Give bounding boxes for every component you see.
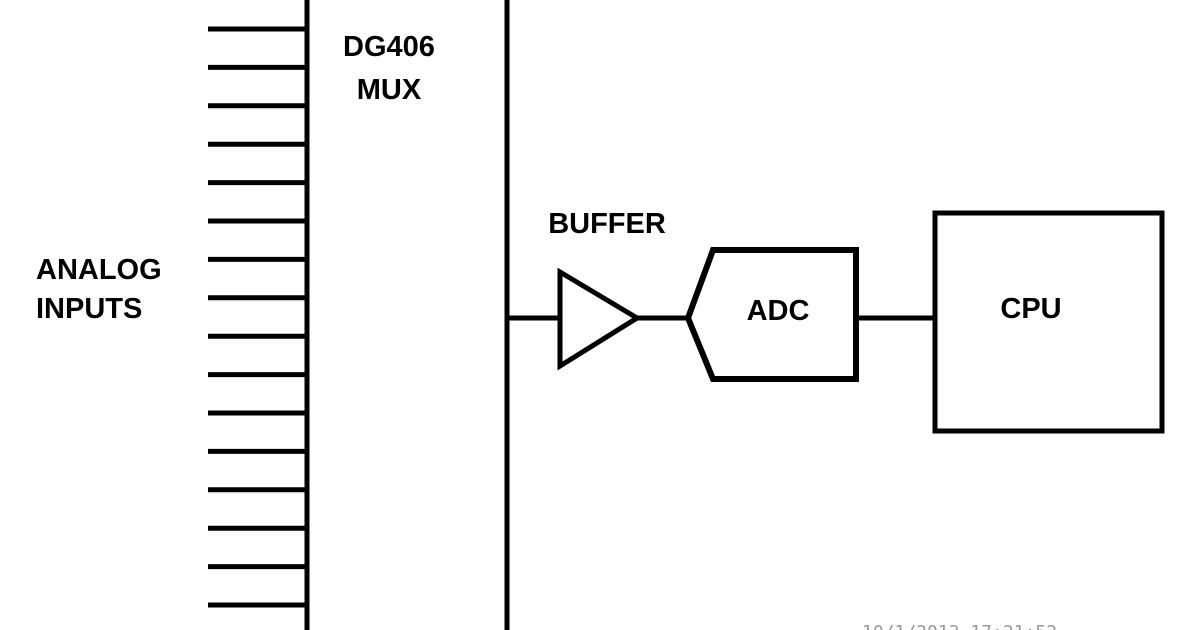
cpu-block: [932, 210, 1165, 434]
analog-label-line2: INPUTS: [36, 293, 142, 325]
cpu-label: CPU: [1000, 293, 1061, 325]
mux-name-label: DG406: [343, 31, 435, 63]
analog-input-lines: [208, 26, 307, 608]
adc-label: ADC: [747, 295, 810, 327]
analog-label-line1: ANALOG: [36, 254, 162, 286]
adc-block: [684, 247, 859, 382]
buffer-label: BUFFER: [548, 208, 666, 240]
buffer-triangle: [557, 267, 642, 371]
mux-type-label: MUX: [357, 74, 422, 106]
footer-timestamp: 10/1/2013 17:21:52: [862, 622, 1057, 630]
